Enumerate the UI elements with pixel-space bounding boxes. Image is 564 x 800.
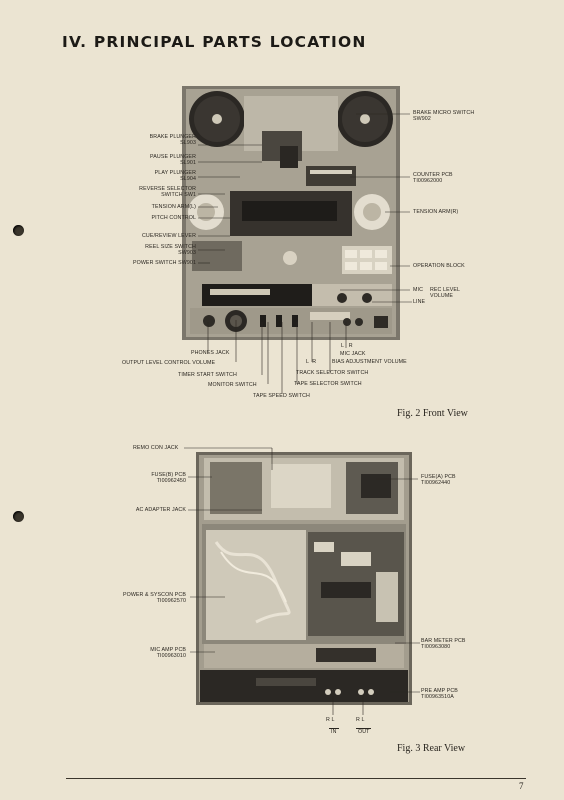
page-number: 7 [519,781,524,791]
label-in-rl: R L [326,717,335,723]
front-view-photo [182,86,400,340]
label-mic-jack: MIC JACK [340,351,366,357]
label-power-switch: POWER SWITCH SW901 [132,260,196,266]
label-bias-adjustment: BIAS ADJUSTMENT VOLUME [332,359,407,365]
label-mic: MIC [413,287,424,293]
label-tape-selector: TAPE SELECTOR SWITCH [294,381,362,387]
label-operation-block: OPERATION BLOCK [413,263,465,269]
label-line: LINE [413,299,426,305]
label-tension-arm-r: TENSION ARM(R) [413,209,459,215]
label-cue-review-lever: CUE/REVIEW LEVER [142,233,196,239]
rear-view-photo [196,452,412,705]
label-bias-lr: L R [306,359,317,365]
label-remo-con-jack: REMO CON JACK [133,445,179,451]
page-title: IV. PRINCIPAL PARTS LOCATION [62,33,367,51]
label-ac-adapter-jack: AC ADAPTER JACK [135,507,186,513]
label-in: IN [329,728,339,735]
label-track-selector: TRACK SELECTOR SWITCH [296,370,369,376]
label-monitor-switch: MONITOR SWITCH [208,382,257,388]
front-view-caption: Fig. 2 Front View [397,408,468,419]
label-out-rl: R L [356,717,365,723]
punch-hole-bottom [13,511,24,522]
label-tape-speed: TAPE SPEED SWITCH [253,393,310,399]
label-phones-jack: PHONES JACK [191,350,230,356]
footer-rule [66,778,526,779]
label-out: OUT [356,728,372,735]
punch-hole-top [13,225,24,236]
label-mic-jack-lr: L R [341,343,353,349]
rear-view-caption: Fig. 3 Rear View [397,743,466,754]
label-tension-arm-l: TENSION ARM(L) [151,204,196,210]
label-output-level: OUTPUT LEVEL CONTROL VOLUME [122,360,216,366]
label-timer-start: TIMER START SWITCH [178,372,237,378]
label-pitch-control: PITCH CONTROL [151,215,196,221]
